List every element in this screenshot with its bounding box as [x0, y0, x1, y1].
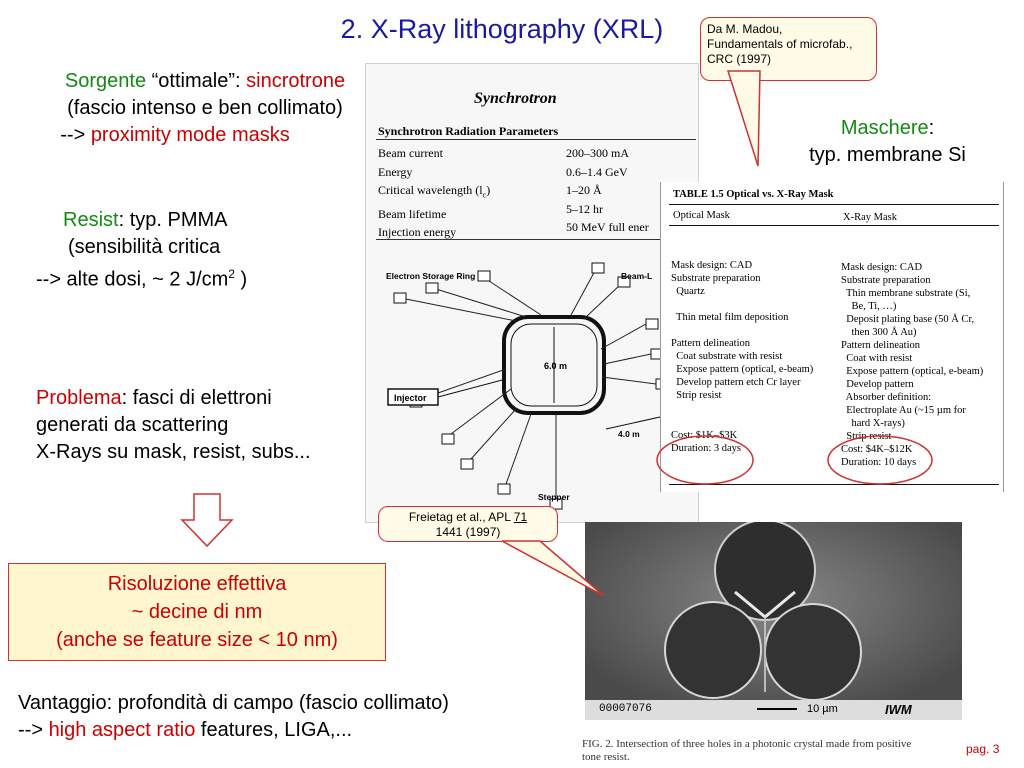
synchrotron-values: 200–300 mA 0.6–1.4 GeV 1–20 Å 5–12 hr 50…: [566, 146, 649, 234]
vantaggio-block: Vantaggio: profondità di campo (fascio c…: [18, 690, 578, 744]
maschere-colon: :: [928, 117, 935, 139]
risoluzione-line: (anche se feature size < 10 nm): [56, 629, 338, 651]
beam-label: Beam-L: [621, 271, 652, 281]
resist-line2: (sensibilità critica: [68, 236, 221, 258]
risoluzione-box: Risoluzione effettiva ~ decine di nm (an…: [8, 563, 386, 661]
param-row: Injection energy: [378, 225, 457, 240]
resist-sup: 2: [228, 267, 235, 281]
sorgente-mid: “ottimale”:: [146, 70, 247, 92]
problema-line2: generati da scattering: [36, 414, 229, 436]
sem-micrograph: 00007076 10 µm IWM: [585, 522, 962, 720]
resist-block: Resist: typ. PMMA (sensibilità critica -…: [36, 207, 366, 294]
maschere-line2: typ. membrane Si: [809, 144, 966, 166]
madou-callout-pointer: [726, 70, 761, 167]
col-xray: X-Ray Mask: [843, 212, 897, 223]
param-row: Critical wavelength (lc): [378, 183, 491, 200]
sorgente-label: Sorgente: [64, 70, 147, 92]
size-label: 6.0 m: [544, 361, 567, 371]
freietag-reference-callout: Freietag et al., APL 71 1441 (1997): [378, 506, 558, 542]
mask-table-title: TABLE 1.5 Optical vs. X-Ray Mask: [673, 189, 834, 200]
sorgente-value: sincrotrone: [246, 70, 346, 92]
sem-logo: IWM: [885, 702, 912, 717]
page-number: pag. 3: [966, 742, 1000, 756]
ring-label: Electron Storage Ring: [386, 271, 475, 281]
vantaggio-end: features, LIGA,...: [195, 719, 353, 741]
dist-label: 4.0 m: [618, 429, 640, 439]
sem-id: 00007076: [599, 703, 652, 715]
resist-label: Resist: [63, 209, 119, 231]
vantaggio-line1: Vantaggio: profondità di campo (fascio c…: [18, 692, 449, 714]
sem-scale: 10 µm: [807, 703, 838, 715]
madou-ref-line: Da M. Madou,: [707, 22, 783, 36]
down-arrow-icon: [180, 493, 234, 548]
photonic-crystal-image: [585, 522, 962, 720]
synchrotron-figure: Synchrotron Synchrotron Radiation Parame…: [365, 63, 699, 523]
maschere-block: Maschere: typ. membrane Si: [775, 115, 1000, 169]
risoluzione-line: ~ decine di nm: [131, 601, 263, 623]
problema-label: Problema: [36, 387, 122, 409]
param-row: Beam lifetime: [378, 206, 447, 221]
sorgente-proximity: proximity mode masks: [90, 124, 290, 146]
risoluzione-line: Risoluzione effettiva: [107, 573, 287, 595]
resist-line3: --> alte dosi, ~ 2 J/cm: [36, 268, 229, 291]
synchrotron-params: Beam current Energy Critical wavelength …: [378, 144, 490, 242]
sorgente-line2: (fascio intenso e ben collimato): [67, 97, 343, 119]
problema-block: Problema: fasci di elettroni generati da…: [36, 385, 396, 466]
figure-caption: FIG. 2. Intersection of three holes in a…: [582, 738, 912, 763]
resist-line3-end: ): [234, 268, 248, 291]
maschere-label: Maschere: [840, 117, 929, 139]
page-title: 2. X-Ray lithography (XRL): [340, 14, 664, 44]
resist-rest: : typ. PMMA: [118, 209, 228, 231]
freietag-callout-pointer: [501, 540, 605, 597]
injector-label: Injector: [394, 393, 427, 403]
col-optical: Optical Mask: [673, 210, 730, 221]
vantaggio-arrow: -->: [18, 719, 49, 741]
problema-line3: X-Rays su mask, resist, subs...: [36, 441, 311, 463]
param-row: Energy: [378, 164, 413, 179]
sorgente-block: Sorgente “ottimale”: sincrotrone (fascio…: [10, 68, 400, 149]
stepper-label: Stepper: [538, 492, 570, 502]
synchrotron-heading: Synchrotron: [474, 90, 557, 107]
vantaggio-high-aspect: high aspect ratio: [48, 719, 196, 741]
synchrotron-table-title: Synchrotron Radiation Parameters: [378, 124, 559, 138]
madou-ref-line: Fundamentals of microfab.,: [707, 37, 853, 51]
sorgente-arrow: -->: [60, 124, 91, 146]
param-row: Beam current: [378, 146, 443, 160]
problema-rest: : fasci di elettroni: [121, 387, 272, 409]
cost-highlight-ellipses: [656, 435, 933, 485]
mask-comparison-table: TABLE 1.5 Optical vs. X-Ray Mask Optical…: [660, 182, 1004, 492]
madou-ref-line: CRC (1997): [707, 52, 772, 66]
storage-ring-diagram: Electron Storage Ring Beam-L 6.0 m 4.0 m…: [386, 262, 697, 510]
